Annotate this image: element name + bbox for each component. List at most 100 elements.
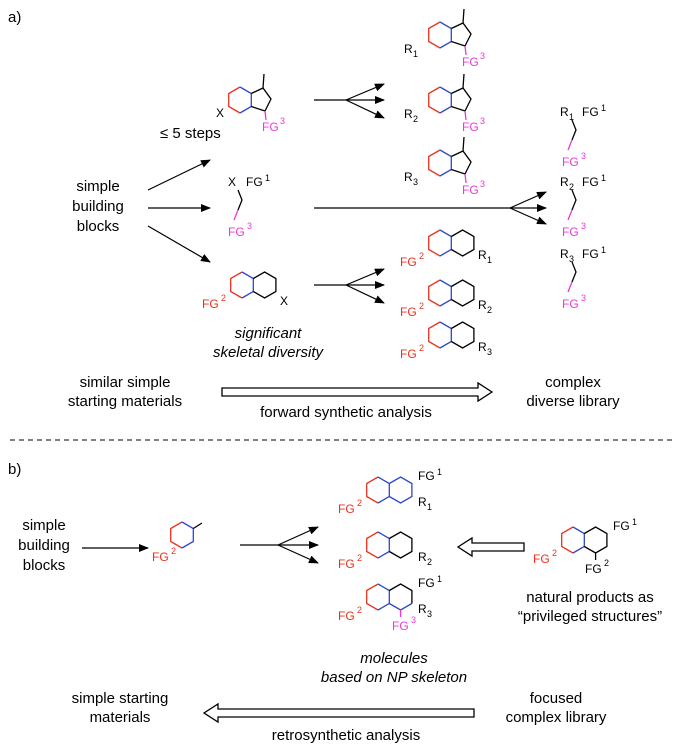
svg-text:3: 3 — [411, 615, 416, 625]
svg-text:2: 2 — [419, 343, 424, 353]
svg-text:3: 3 — [487, 347, 492, 357]
svg-text:skeletal diversity: skeletal diversity — [213, 344, 325, 361]
svg-text:FG: FG — [562, 155, 579, 169]
chain-r3: R 3 FG 1 FG 3 — [560, 245, 606, 311]
svg-text:2: 2 — [569, 182, 574, 192]
svg-text:FG: FG — [418, 576, 435, 590]
svg-text:3: 3 — [280, 116, 285, 126]
chain-r1: R 1 FG 1 FG 3 — [560, 103, 606, 169]
svg-text:2: 2 — [357, 498, 362, 508]
svg-text:R: R — [560, 105, 569, 119]
svg-text:FG: FG — [582, 105, 599, 119]
svg-text:2: 2 — [552, 548, 557, 558]
svg-text:FG: FG — [562, 297, 579, 311]
decalin-r2: FG 2 R 2 — [400, 279, 492, 319]
svg-text:FG: FG — [562, 225, 579, 239]
svg-text:FG: FG — [202, 297, 219, 311]
split-arrow-panel-b — [240, 526, 319, 564]
chain-r2: R 2 FG 1 FG 3 — [560, 173, 606, 239]
svg-text:2: 2 — [419, 301, 424, 311]
svg-text:2: 2 — [604, 558, 609, 568]
svg-text:R: R — [418, 495, 427, 509]
decalin-r1: FG 2 R 1 — [400, 229, 492, 269]
split-arrow-hydrindane — [314, 83, 385, 119]
svg-text:blocks: blocks — [23, 557, 66, 574]
svg-text:1: 1 — [601, 173, 606, 183]
svg-text:FG: FG — [152, 550, 169, 564]
hydrindane-r1: R 1 FG 3 — [404, 8, 485, 69]
svg-text:R: R — [478, 248, 487, 262]
svg-text:simple starting: simple starting — [72, 690, 169, 707]
hydrindane-x: X FG 3 — [216, 73, 285, 134]
svg-text:natural products as: natural products as — [526, 589, 654, 606]
svg-text:3: 3 — [581, 151, 586, 161]
natural-product: FG 2 FG 1 FG 2 — [533, 517, 637, 576]
panel-a-start-text: simple building blocks — [72, 178, 124, 235]
cyclohexane-fg2: FG 2 — [152, 521, 203, 564]
svg-text:1: 1 — [487, 255, 492, 265]
svg-text:FG: FG — [400, 255, 417, 269]
svg-text:R: R — [478, 340, 487, 354]
svg-text:3: 3 — [247, 221, 252, 231]
svg-text:X: X — [280, 294, 288, 308]
svg-text:1: 1 — [569, 112, 574, 122]
svg-text:FG: FG — [585, 562, 602, 576]
np-molecule-3: FG 2 FG 1 R 3 FG 3 — [338, 574, 442, 633]
svg-text:molecules: molecules — [360, 650, 428, 667]
svg-text:3: 3 — [569, 254, 574, 264]
svg-text:FG: FG — [418, 469, 435, 483]
arrow-to-decalin — [147, 225, 211, 263]
svg-text:1: 1 — [413, 49, 418, 59]
svg-text:FG: FG — [400, 305, 417, 319]
svg-text:R: R — [418, 602, 427, 616]
svg-text:1: 1 — [632, 517, 637, 527]
svg-text:R: R — [560, 175, 569, 189]
svg-text:2: 2 — [419, 251, 424, 261]
svg-text:R: R — [404, 107, 413, 121]
panel-a-label: a) — [8, 9, 21, 26]
svg-text:2: 2 — [221, 293, 226, 303]
molecules-label: molecules based on NP skeleton — [321, 650, 467, 686]
svg-text:simple: simple — [22, 517, 65, 534]
svg-text:1: 1 — [265, 173, 270, 183]
svg-text:1: 1 — [437, 467, 442, 477]
np-molecule-1: FG 2 FG 1 R 1 — [338, 467, 442, 516]
decalin-r3: FG 2 R 3 — [400, 321, 492, 361]
svg-text:complex library: complex library — [506, 709, 607, 726]
svg-text:FG: FG — [338, 609, 355, 623]
chain-x: X FG 1 FG 3 — [228, 173, 270, 239]
svg-text:X: X — [216, 106, 224, 120]
panel-b-bottom-right: focused complex library — [506, 690, 607, 726]
panel-b-label: b) — [8, 461, 21, 478]
svg-text:3: 3 — [413, 177, 418, 187]
svg-text:FG: FG — [462, 120, 479, 134]
svg-text:R: R — [404, 42, 413, 56]
forward-arrow-label: forward synthetic analysis — [260, 404, 432, 421]
svg-text:significant: significant — [235, 325, 303, 342]
forward-open-arrow — [221, 381, 494, 403]
svg-text:FG: FG — [613, 519, 630, 533]
svg-text:3: 3 — [480, 51, 485, 61]
svg-text:X: X — [228, 175, 236, 189]
retro-open-arrow — [202, 702, 475, 724]
svg-text:FG: FG — [228, 225, 245, 239]
svg-text:1: 1 — [601, 245, 606, 255]
svg-text:FG: FG — [462, 183, 479, 197]
np-molecule-2: FG 2 R 2 — [338, 531, 432, 571]
split-arrow-decalin — [314, 268, 385, 304]
svg-text:3: 3 — [427, 609, 432, 619]
svg-text:FG: FG — [582, 247, 599, 261]
svg-text:materials: materials — [90, 709, 151, 726]
svg-text:3: 3 — [480, 116, 485, 126]
svg-text:1: 1 — [427, 502, 432, 512]
decalin-x: FG 2 X — [202, 271, 288, 311]
svg-text:FG: FG — [338, 502, 355, 516]
svg-text:FG: FG — [246, 175, 263, 189]
svg-text:R: R — [404, 170, 413, 184]
retro-arrow-label: retrosynthetic analysis — [272, 727, 420, 744]
svg-text:2: 2 — [357, 553, 362, 563]
svg-text:blocks: blocks — [77, 218, 120, 235]
svg-text:2: 2 — [171, 546, 176, 556]
